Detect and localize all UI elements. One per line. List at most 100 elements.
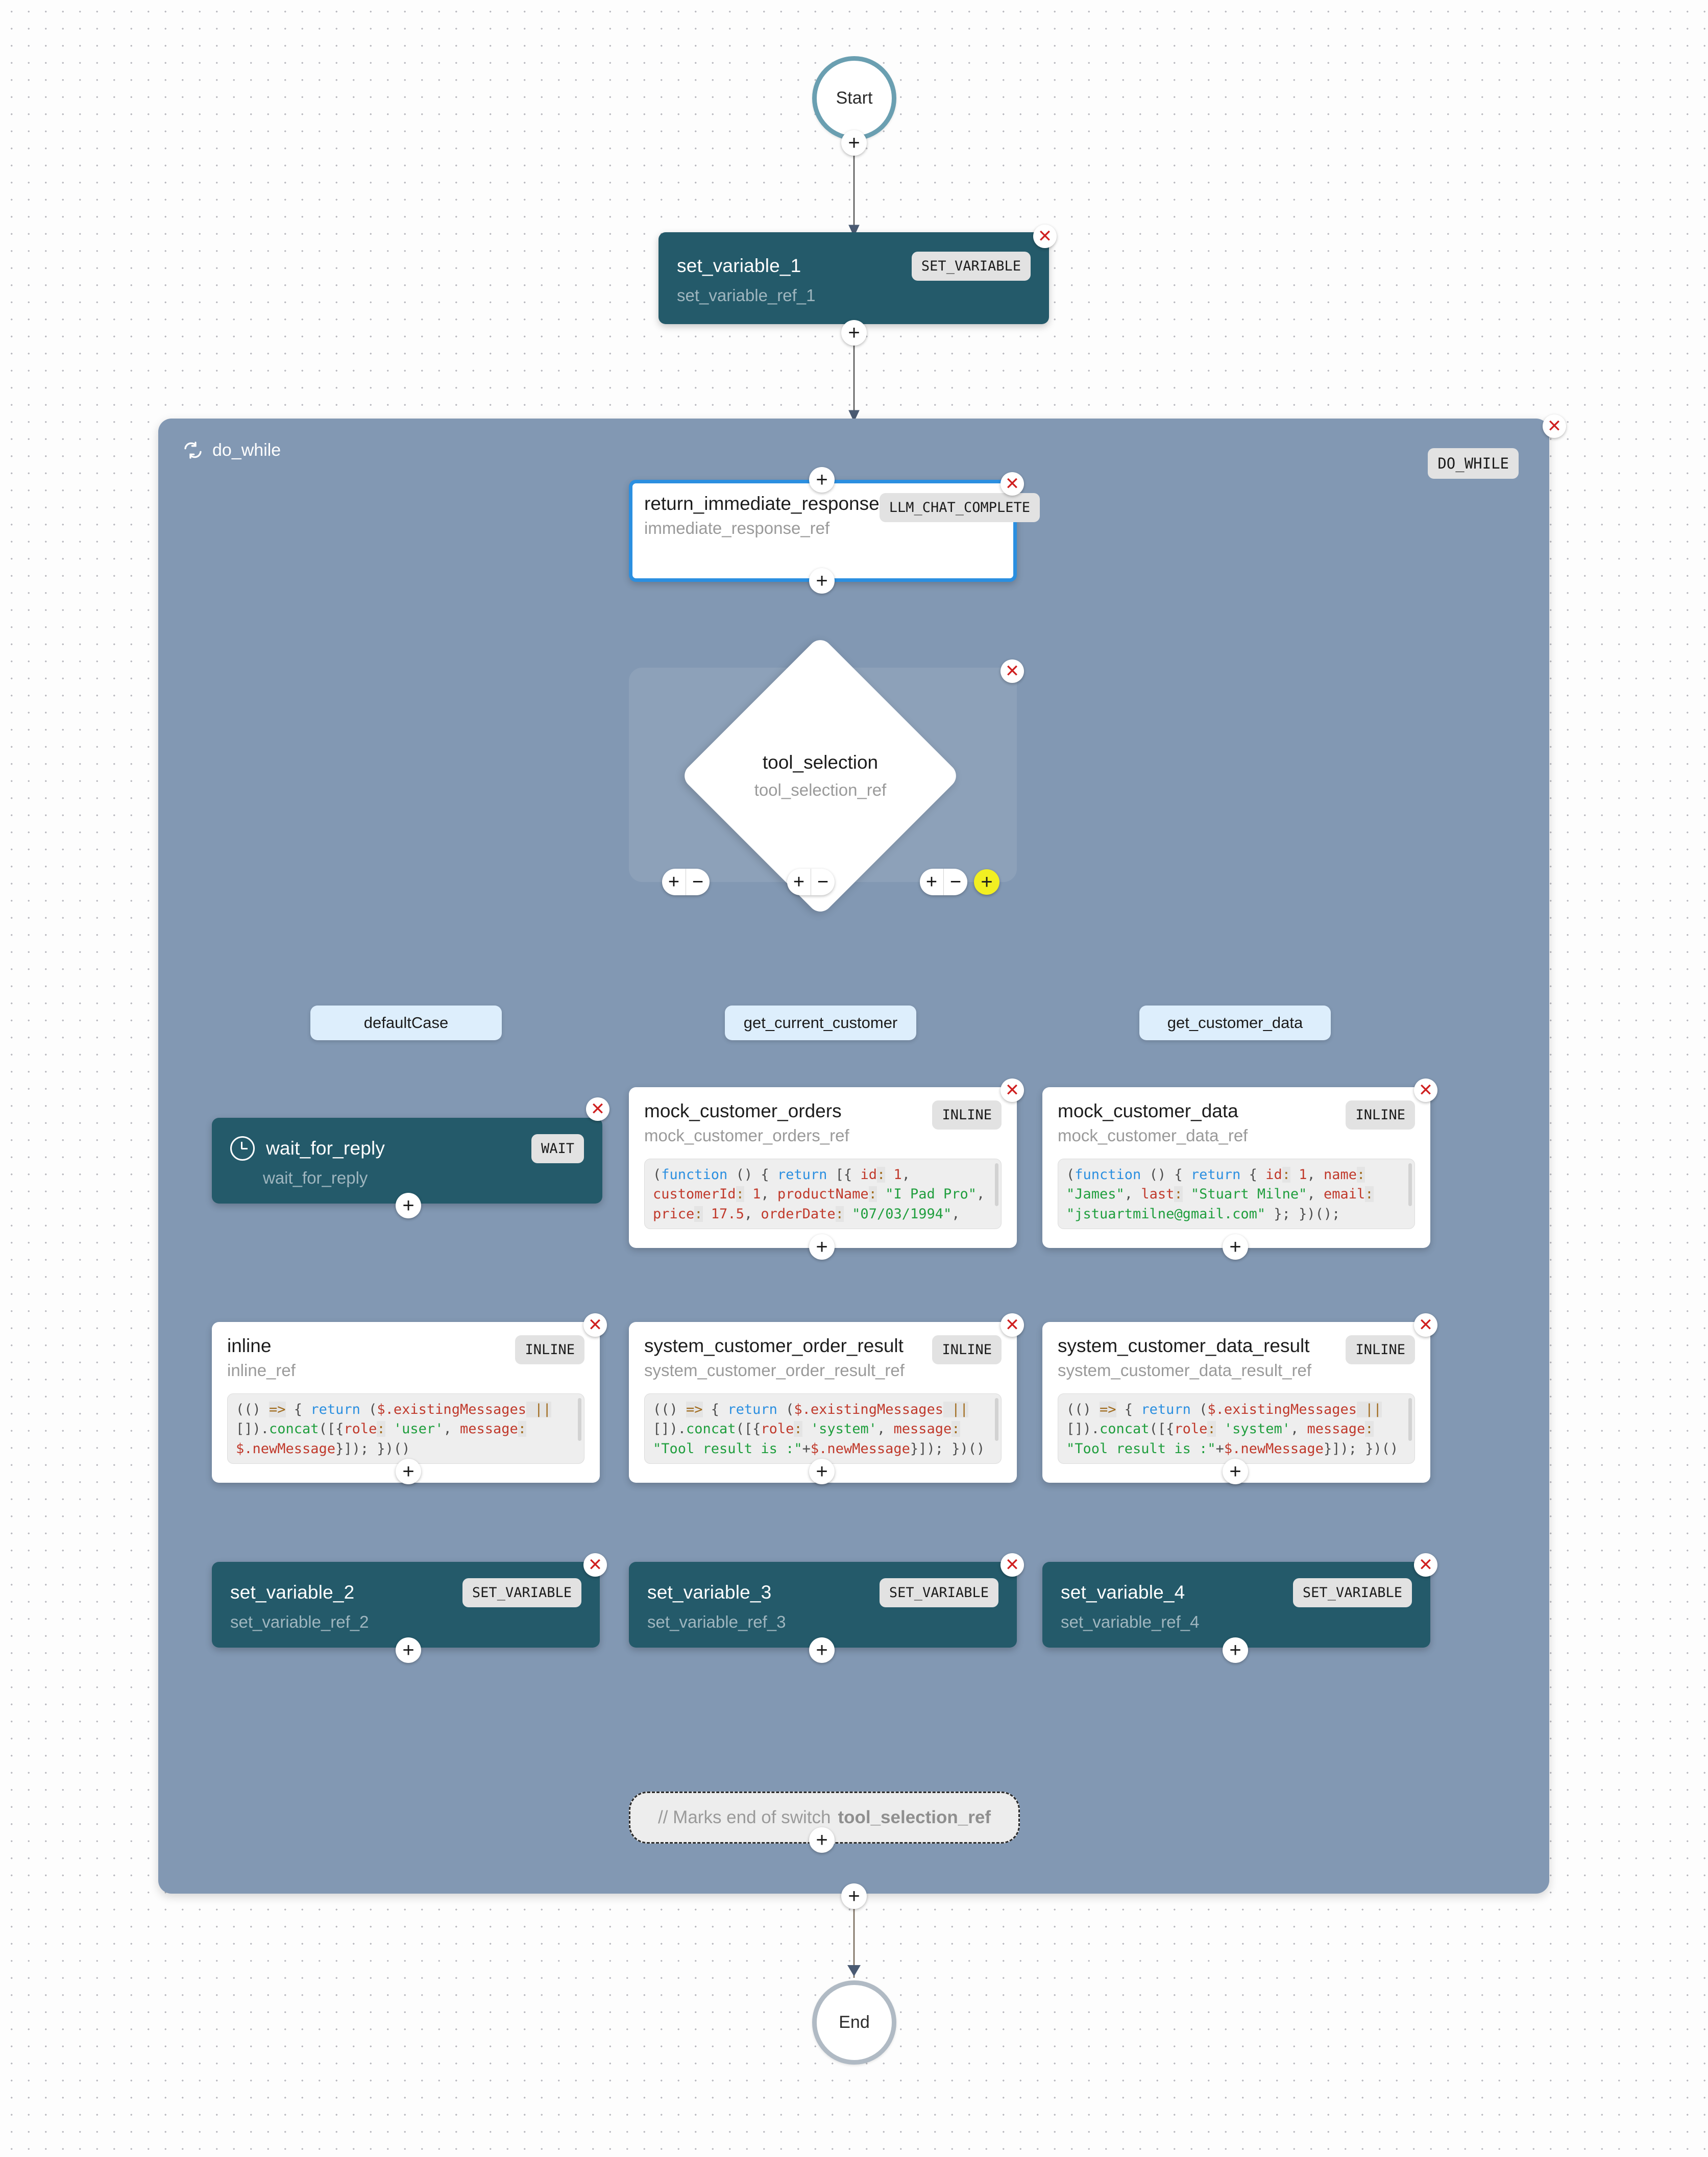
node-set-variable-3[interactable]: set_variable_3 SET_VARIABLE set_variable… bbox=[629, 1562, 1017, 1648]
delete-system-customer-data-result[interactable]: ✕ bbox=[1414, 1313, 1437, 1337]
add-case-button[interactable]: + bbox=[925, 871, 938, 893]
code-scrollbar[interactable] bbox=[1408, 1398, 1412, 1441]
delete-return-immediate-response[interactable]: ✕ bbox=[1001, 472, 1024, 496]
node-code-block[interactable]: (function () { return { id: 1, name: "Ja… bbox=[1058, 1159, 1415, 1229]
start-node[interactable]: Start bbox=[812, 56, 896, 140]
node-title: set_variable_4 bbox=[1061, 1582, 1185, 1603]
node-type-badge: INLINE bbox=[515, 1335, 584, 1364]
node-type-badge: INLINE bbox=[1346, 1335, 1415, 1364]
node-subtitle: system_customer_data_result_ref bbox=[1058, 1361, 1312, 1380]
start-label: Start bbox=[836, 88, 873, 108]
code-scrollbar[interactable] bbox=[995, 1398, 998, 1441]
delete-set-variable-2[interactable]: ✕ bbox=[583, 1553, 607, 1577]
node-return-immediate-response[interactable]: return_immediate_response immediate_resp… bbox=[629, 480, 1040, 582]
delete-set-variable-4[interactable]: ✕ bbox=[1414, 1553, 1437, 1577]
add-step-after-mock-customer-data[interactable]: + bbox=[1223, 1234, 1248, 1260]
code-scrollbar[interactable] bbox=[1408, 1163, 1412, 1206]
add-step-after-mock-customer-orders[interactable]: + bbox=[809, 1234, 835, 1260]
add-step-after-set-variable-1[interactable]: + bbox=[841, 320, 867, 346]
end-label: End bbox=[839, 2013, 870, 2032]
delete-tool-selection[interactable]: ✕ bbox=[1001, 659, 1024, 683]
code-scrollbar[interactable] bbox=[578, 1398, 581, 1441]
node-title: mock_customer_orders bbox=[644, 1100, 842, 1121]
delete-mock-customer-data[interactable]: ✕ bbox=[1414, 1078, 1437, 1102]
node-type-badge: SET_VARIABLE bbox=[1292, 1578, 1412, 1607]
add-step-after-start[interactable]: + bbox=[841, 130, 867, 156]
add-step-after-return-immediate-response[interactable]: + bbox=[809, 568, 835, 594]
node-system-customer-order-result[interactable]: system_customer_order_result system_cust… bbox=[629, 1322, 1017, 1483]
tool-selection-text: tool_selection tool_selection_ref bbox=[721, 676, 920, 875]
add-step-after-inline[interactable]: + bbox=[396, 1459, 421, 1484]
node-code-block[interactable]: (() => { return ($.existingMessages || [… bbox=[644, 1393, 1002, 1464]
loop-icon bbox=[184, 442, 202, 459]
node-subtitle: set_variable_ref_1 bbox=[677, 285, 816, 305]
node-subtitle: set_variable_ref_4 bbox=[1061, 1612, 1200, 1631]
node-title: mock_customer_data bbox=[1058, 1100, 1238, 1121]
add-step-after-system-customer-order-result[interactable]: + bbox=[809, 1459, 835, 1484]
node-subtitle: system_customer_order_result_ref bbox=[644, 1361, 905, 1380]
delete-set-variable-3[interactable]: ✕ bbox=[1001, 1553, 1024, 1577]
do-while-label: do_while bbox=[212, 440, 281, 460]
node-title: tool_selection bbox=[762, 752, 879, 773]
node-code-block[interactable]: (() => { return ($.existingMessages || [… bbox=[227, 1393, 584, 1464]
case-handles-get-customer-data[interactable]: + − bbox=[920, 869, 967, 895]
node-mock-customer-orders[interactable]: mock_customer_orders mock_customer_order… bbox=[629, 1087, 1017, 1248]
case-pill-defaultCase[interactable]: defaultCase bbox=[310, 1006, 502, 1040]
delete-system-customer-order-result[interactable]: ✕ bbox=[1001, 1313, 1024, 1337]
node-title: inline bbox=[227, 1335, 272, 1356]
node-subtitle: immediate_response_ref bbox=[644, 519, 830, 537]
add-step-before-return-immediate-response[interactable]: + bbox=[809, 467, 835, 493]
node-type-badge: INLINE bbox=[932, 1335, 1002, 1364]
add-case-button[interactable]: + bbox=[668, 871, 680, 893]
add-step-after-system-customer-data-result[interactable]: + bbox=[1223, 1459, 1248, 1484]
node-wait-for-reply[interactable]: wait_for_reply WAIT wait_for_reply bbox=[212, 1118, 602, 1204]
add-case-button[interactable]: + bbox=[793, 871, 805, 893]
node-type-badge: SET_VARIABLE bbox=[879, 1578, 998, 1607]
node-subtitle: set_variable_ref_2 bbox=[230, 1612, 369, 1631]
node-code-block[interactable]: (() => { return ($.existingMessages || [… bbox=[1058, 1393, 1415, 1464]
node-system-customer-data-result[interactable]: system_customer_data_result system_custo… bbox=[1042, 1322, 1430, 1483]
delete-do-while[interactable]: ✕ bbox=[1543, 414, 1566, 438]
add-step-after-wait-for-reply[interactable]: + bbox=[396, 1193, 421, 1218]
remove-case-button[interactable]: − bbox=[811, 869, 835, 895]
add-new-case-button[interactable]: + bbox=[974, 869, 999, 895]
node-title: system_customer_data_result bbox=[1058, 1335, 1310, 1356]
node-inline[interactable]: inline inline_ref INLINE (() => { return… bbox=[212, 1322, 600, 1483]
end-node[interactable]: End bbox=[812, 1980, 896, 2065]
node-mock-customer-data[interactable]: mock_customer_data mock_customer_data_re… bbox=[1042, 1087, 1430, 1248]
add-step-after-set-variable-4[interactable]: + bbox=[1223, 1637, 1248, 1663]
node-title: system_customer_order_result bbox=[644, 1335, 904, 1356]
case-handles-get-current-customer[interactable]: + − bbox=[787, 869, 835, 895]
code-scrollbar[interactable] bbox=[995, 1163, 998, 1206]
remove-case-button[interactable]: − bbox=[686, 869, 710, 895]
node-type-badge: WAIT bbox=[531, 1134, 584, 1163]
delete-inline[interactable]: ✕ bbox=[583, 1313, 607, 1337]
node-code-block[interactable]: (function () { return [{ id: 1, customer… bbox=[644, 1159, 1002, 1229]
clock-icon bbox=[230, 1136, 255, 1161]
node-title: set_variable_1 bbox=[677, 255, 801, 276]
case-pill-get-current-customer[interactable]: get_current_customer bbox=[725, 1006, 916, 1040]
delete-mock-customer-orders[interactable]: ✕ bbox=[1001, 1078, 1024, 1102]
delete-set-variable-1[interactable]: ✕ bbox=[1033, 225, 1057, 248]
add-step-after-set-variable-2[interactable]: + bbox=[396, 1637, 421, 1663]
delete-wait-for-reply[interactable]: ✕ bbox=[586, 1097, 609, 1121]
add-step-after-end-of-switch[interactable]: + bbox=[809, 1827, 835, 1853]
node-subtitle: inline_ref bbox=[227, 1361, 296, 1380]
node-set-variable-4[interactable]: set_variable_4 SET_VARIABLE set_variable… bbox=[1042, 1562, 1430, 1648]
node-set-variable-1[interactable]: set_variable_1 SET_VARIABLE set_variable… bbox=[658, 232, 1049, 324]
node-type-badge: SET_VARIABLE bbox=[911, 251, 1031, 281]
add-step-after-do-while[interactable]: + bbox=[841, 1883, 867, 1909]
node-type-badge: LLM_CHAT_COMPLETE bbox=[879, 493, 1040, 522]
node-type-badge: INLINE bbox=[932, 1100, 1002, 1130]
node-title: set_variable_2 bbox=[230, 1582, 355, 1603]
node-subtitle: tool_selection_ref bbox=[754, 780, 887, 799]
case-handles-default[interactable]: + − bbox=[662, 869, 710, 895]
node-title: return_immediate_response bbox=[644, 493, 880, 514]
remove-case-button[interactable]: − bbox=[943, 869, 967, 895]
case-pill-get-customer-data[interactable]: get_customer_data bbox=[1139, 1006, 1331, 1040]
add-step-after-set-variable-3[interactable]: + bbox=[809, 1637, 835, 1663]
do-while-type-badge: DO_WHILE bbox=[1428, 448, 1519, 479]
node-title: wait_for_reply bbox=[266, 1138, 385, 1159]
node-set-variable-2[interactable]: set_variable_2 SET_VARIABLE set_variable… bbox=[212, 1562, 600, 1648]
